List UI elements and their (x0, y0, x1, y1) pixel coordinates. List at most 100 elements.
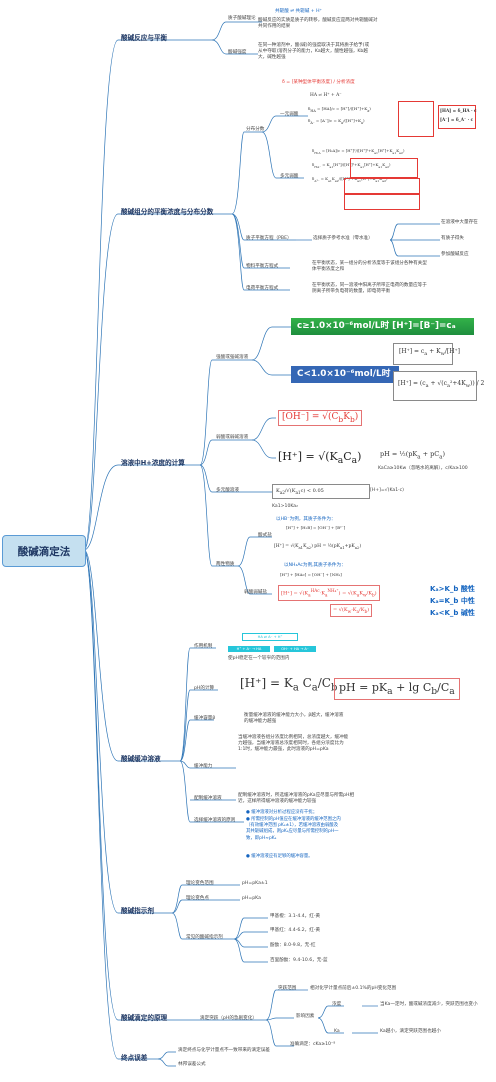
buffer-preparation-desc: 配制缓冲溶液时，所选缓冲溶液的pKa应尽量与所需pH相近，这样所得缓冲溶液的缓冲… (238, 793, 355, 804)
buffer-h-formula: [H⁺] = Ka Ca/Cb (240, 676, 338, 694)
weak-base-formula: [OH⁻] = √(CbKb) (278, 410, 363, 426)
branch-endpoint-error[interactable]: 终点误差 (121, 1054, 148, 1062)
branch-titration-principle[interactable]: 酸碱滴定的原理 (121, 1014, 168, 1022)
node-weak-acid[interactable]: 弱酸或弱碱溶液 (216, 435, 249, 440)
indicator-thymolphthalein: 百里酚酞：9.4-10.6，无-蓝 (270, 958, 328, 963)
acid-salt-desc: 以HB⁻为例，其质子条件为： (276, 517, 336, 522)
pbe-reference: 选择质子参考水准（零水准） (313, 236, 373, 241)
factor-ka-desc: Ka越小，滴定突跃范围也越小 (380, 1029, 441, 1034)
charge-balance-desc: 在平衡状态，同一溶液中阳离子所带正电荷的数量应等于阴离子所带负电荷的数量，即电荷… (312, 283, 427, 294)
proton-theory-desc: 酸碱反应的实质是质子的转移，酸碱反应是两对共轭酸碱对共同作用的结果 (258, 18, 378, 29)
buffer-acid-reaction: H⁺ + A⁻ → HA (228, 646, 270, 652)
pbe-item-3: 参加酸碱反应 (441, 252, 469, 257)
node-pbe[interactable]: 质子平衡方程（PBE） (246, 236, 292, 241)
branch-h-concentration[interactable]: 溶液中H+浓度的计算 (121, 459, 185, 467)
polyprotic-box-3 (344, 194, 420, 210)
condition-acidic: Kₐ>K_b 酸性 (430, 585, 475, 593)
node-distribution-fraction[interactable]: 分布分数 (246, 127, 265, 132)
monoprotic-a-result: [A⁻] = δ_A⁻ · c (440, 117, 474, 122)
node-polyprotic-solution[interactable]: 多元酸溶液 (216, 488, 239, 493)
endpoint-error-item-2: 林邦误差公式 (178, 1062, 206, 1067)
node-buffer-selection[interactable]: 选择缓冲溶液的原则 (194, 818, 236, 823)
polyprotic-box-1 (350, 158, 418, 178)
node-material-balance[interactable]: 物料平衡方程式 (246, 264, 279, 269)
node-ph-calc[interactable]: pH的计算 (194, 686, 215, 691)
accurate-titration: 准确滴定：cKa≥10⁻⁸ (290, 1042, 336, 1047)
buffer-ability-desc: 当缓冲溶液各组分浓度比例相同，总浓度越大，缓冲能力越强，当缓冲溶液总浓度相同时，… (238, 735, 349, 752)
node-proton-theory[interactable]: 质子酸碱理论 (228, 16, 256, 21)
node-mechanism[interactable]: 作用机制 (194, 644, 213, 649)
node-strong-acid[interactable]: 强酸或强碱溶液 (216, 355, 249, 360)
indicator-phenolphthalein: 酚酞：8.0-9.8，无-红 (270, 943, 316, 948)
buffer-capacity-desc: 衡量缓冲溶液的缓冲能力大小，β越大，缓冲溶液的缓冲能力越强 (244, 713, 344, 724)
node-polyprotic[interactable]: 多元弱酸 (280, 174, 299, 179)
strong-acid-high-conc: c≥1.0×10⁻⁶mol/L时 [H⁺]=[B⁻]=cₐ (291, 318, 474, 335)
material-balance-desc: 在平衡状态，某一组分的分析浓度等于该组分各种有关型体平衡浓度之和 (312, 261, 427, 272)
indicator-methyl-orange: 甲基橙：3.1-4.4，红-黄 (270, 914, 321, 919)
node-amphoteric[interactable]: 两性物质 (216, 562, 235, 567)
monoprotic-ha-result: [HA] = δ_HA · c (440, 108, 477, 113)
strong-acid-formula-2: [H⁺] = (ca + √(ca²+4Kw)) / 2 (393, 371, 484, 401)
pbe-item-2: 有质子得失 (441, 236, 464, 241)
node-buffer-capacity[interactable]: 缓冲容量β (194, 716, 216, 721)
buffer-base-reaction: OH⁻ + HA → A⁻ (274, 646, 316, 652)
node-weak-acid-base-salt[interactable]: 弱酸弱碱盐 (244, 590, 267, 595)
mechanism-desc: 使pH稳定在一个较窄的范围内 (228, 656, 290, 661)
node-theoretical-range[interactable]: 理论变色范围 (186, 881, 214, 886)
branch-acid-base-reaction[interactable]: 酸碱反应与平衡 (121, 34, 168, 42)
node-monoprotic[interactable]: 一元弱酸 (280, 112, 299, 117)
theoretical-range-value: pH=pKa±1 (242, 881, 268, 886)
polyprotic-box-2 (344, 178, 420, 194)
monoprotic-equilibrium: HA ⇌ H⁺ + A⁻ (310, 93, 342, 98)
root-node[interactable]: 酸碱滴定法 (2, 535, 86, 567)
polyprotic-result: [H+]=√(Ka1·c) (370, 488, 404, 493)
condition-neutral: Kₐ=K_b 中性 (430, 597, 475, 605)
endpoint-error-item-1: 滴定终点与化学计量点不一致带来的滴定误差 (178, 1048, 270, 1053)
node-influence-factors[interactable]: 影响因素 (296, 1014, 315, 1019)
node-buffer-ability[interactable]: 缓冲能力 (194, 764, 213, 769)
node-charge-balance[interactable]: 电荷平衡方程式 (246, 286, 279, 291)
jump-range-desc: 相对化学计量点前后±0.1%的pH变化范围 (310, 986, 397, 991)
pbe-item-1: 在溶液中大量存在 (441, 220, 478, 225)
factor-concentration[interactable]: 浓度 (332, 1002, 342, 1007)
node-titration-jump[interactable]: 滴定突跃（pH的急剧变化） (200, 1016, 257, 1021)
monoprotic-result-box (438, 105, 476, 129)
weak-acid-formula: [H⁺] = √(KaCa) (278, 450, 362, 467)
factor-concentration-desc: 当Ka一定时，酸或碱浓度减少，突跃范围也变小 (380, 1002, 478, 1007)
branch-distribution[interactable]: 酸碱组分的平衡浓度与分布分数 (121, 208, 214, 216)
buffer-equilibrium-icon: HA ⇌ A⁻ + H⁺ (242, 633, 298, 641)
distribution-definition: δ = [某种型体平衡浓度] / 分析浓度 (282, 80, 355, 85)
selection-rule-1: ● 缓冲溶液对分析过程应没有干扰； (246, 810, 318, 815)
acid-salt-pbe: [H⁺] + [H₂B] = [OH⁻] + [B²⁻] (286, 525, 346, 530)
monoprotic-results: [HA] = δ_HA · c [A⁻] = δ_A⁻ · c (440, 106, 477, 124)
selection-rule-2: ● 所需控制的pH值应在缓冲溶液的缓冲范围之内（有效缓冲范围 pKₐ±1），若缓… (246, 817, 341, 841)
weak-salt-formula-2: = √(Kw·Ka/Kb) (330, 604, 373, 617)
acid-salt-formula: [H⁺] = √(Ka1Ka2) pH = ½(pKa1+pKa2) (274, 544, 362, 550)
node-acid-salt[interactable]: 酸式盐 (258, 533, 272, 538)
branch-buffer[interactable]: 酸碱缓冲溶液 (121, 755, 161, 763)
branch-indicator[interactable]: 酸碱指示剂 (121, 907, 154, 915)
node-jump-range[interactable]: 突跃范围 (278, 986, 297, 991)
polyprotic-condition-box: Ka2/√(Ka1c) < 0.05 (272, 484, 370, 499)
strong-acid-low-conc: C<1.0×10⁻⁶mol/L时 (291, 366, 399, 383)
strong-acid-formula-1: [H⁺] = ca + Kw/[H⁺] (393, 343, 460, 365)
weak-acid-condition: KaCa≥10Kw（忽略水的离解），c/Ka≥100 (378, 466, 468, 471)
buffer-ph-formula: pH = pKa + lg Cb/Ca (334, 678, 460, 701)
acid-strength-desc: 在同一种溶剂中，酸(碱)的强度取决于其将质子给予(或从中夺取)溶剂分子的能力，K… (258, 43, 370, 60)
polyprotic-condition: Ka1>10Ka₂ (272, 504, 298, 509)
weak-salt-formula-1: [H⁺] = √(KaHAc·KaNH₄⁺) = √(KaKw/Kb) (278, 585, 380, 601)
weak-salt-desc: 以NH₄Ac为例,其质子条件为： (284, 563, 346, 568)
node-theoretical-point[interactable]: 理论变色点 (186, 896, 209, 901)
theoretical-point-value: pH=pKa (242, 896, 261, 901)
node-buffer-preparation[interactable]: 配制缓冲溶液 (194, 796, 222, 801)
weak-acid-ph-formula: pH = ½(pKa + pCa) (380, 450, 445, 461)
indicator-methyl-red: 甲基红：4.4-6.2，红-黄 (270, 928, 321, 933)
factor-ka[interactable]: Ka (334, 1029, 340, 1034)
node-common-indicators[interactable]: 常见的酸碱指示剂 (186, 935, 223, 940)
monoprotic-formula-box (398, 101, 434, 137)
selection-rule-3: ● 缓冲溶液应有足够的缓冲容量。 (246, 854, 313, 859)
node-acid-strength[interactable]: 酸碱强度 (228, 50, 247, 55)
condition-basic: Kₐ<K_b 碱性 (430, 609, 475, 617)
weak-salt-pbe: [H⁺] + [HAc] = [OH⁻] + [NH₃] (280, 572, 342, 577)
